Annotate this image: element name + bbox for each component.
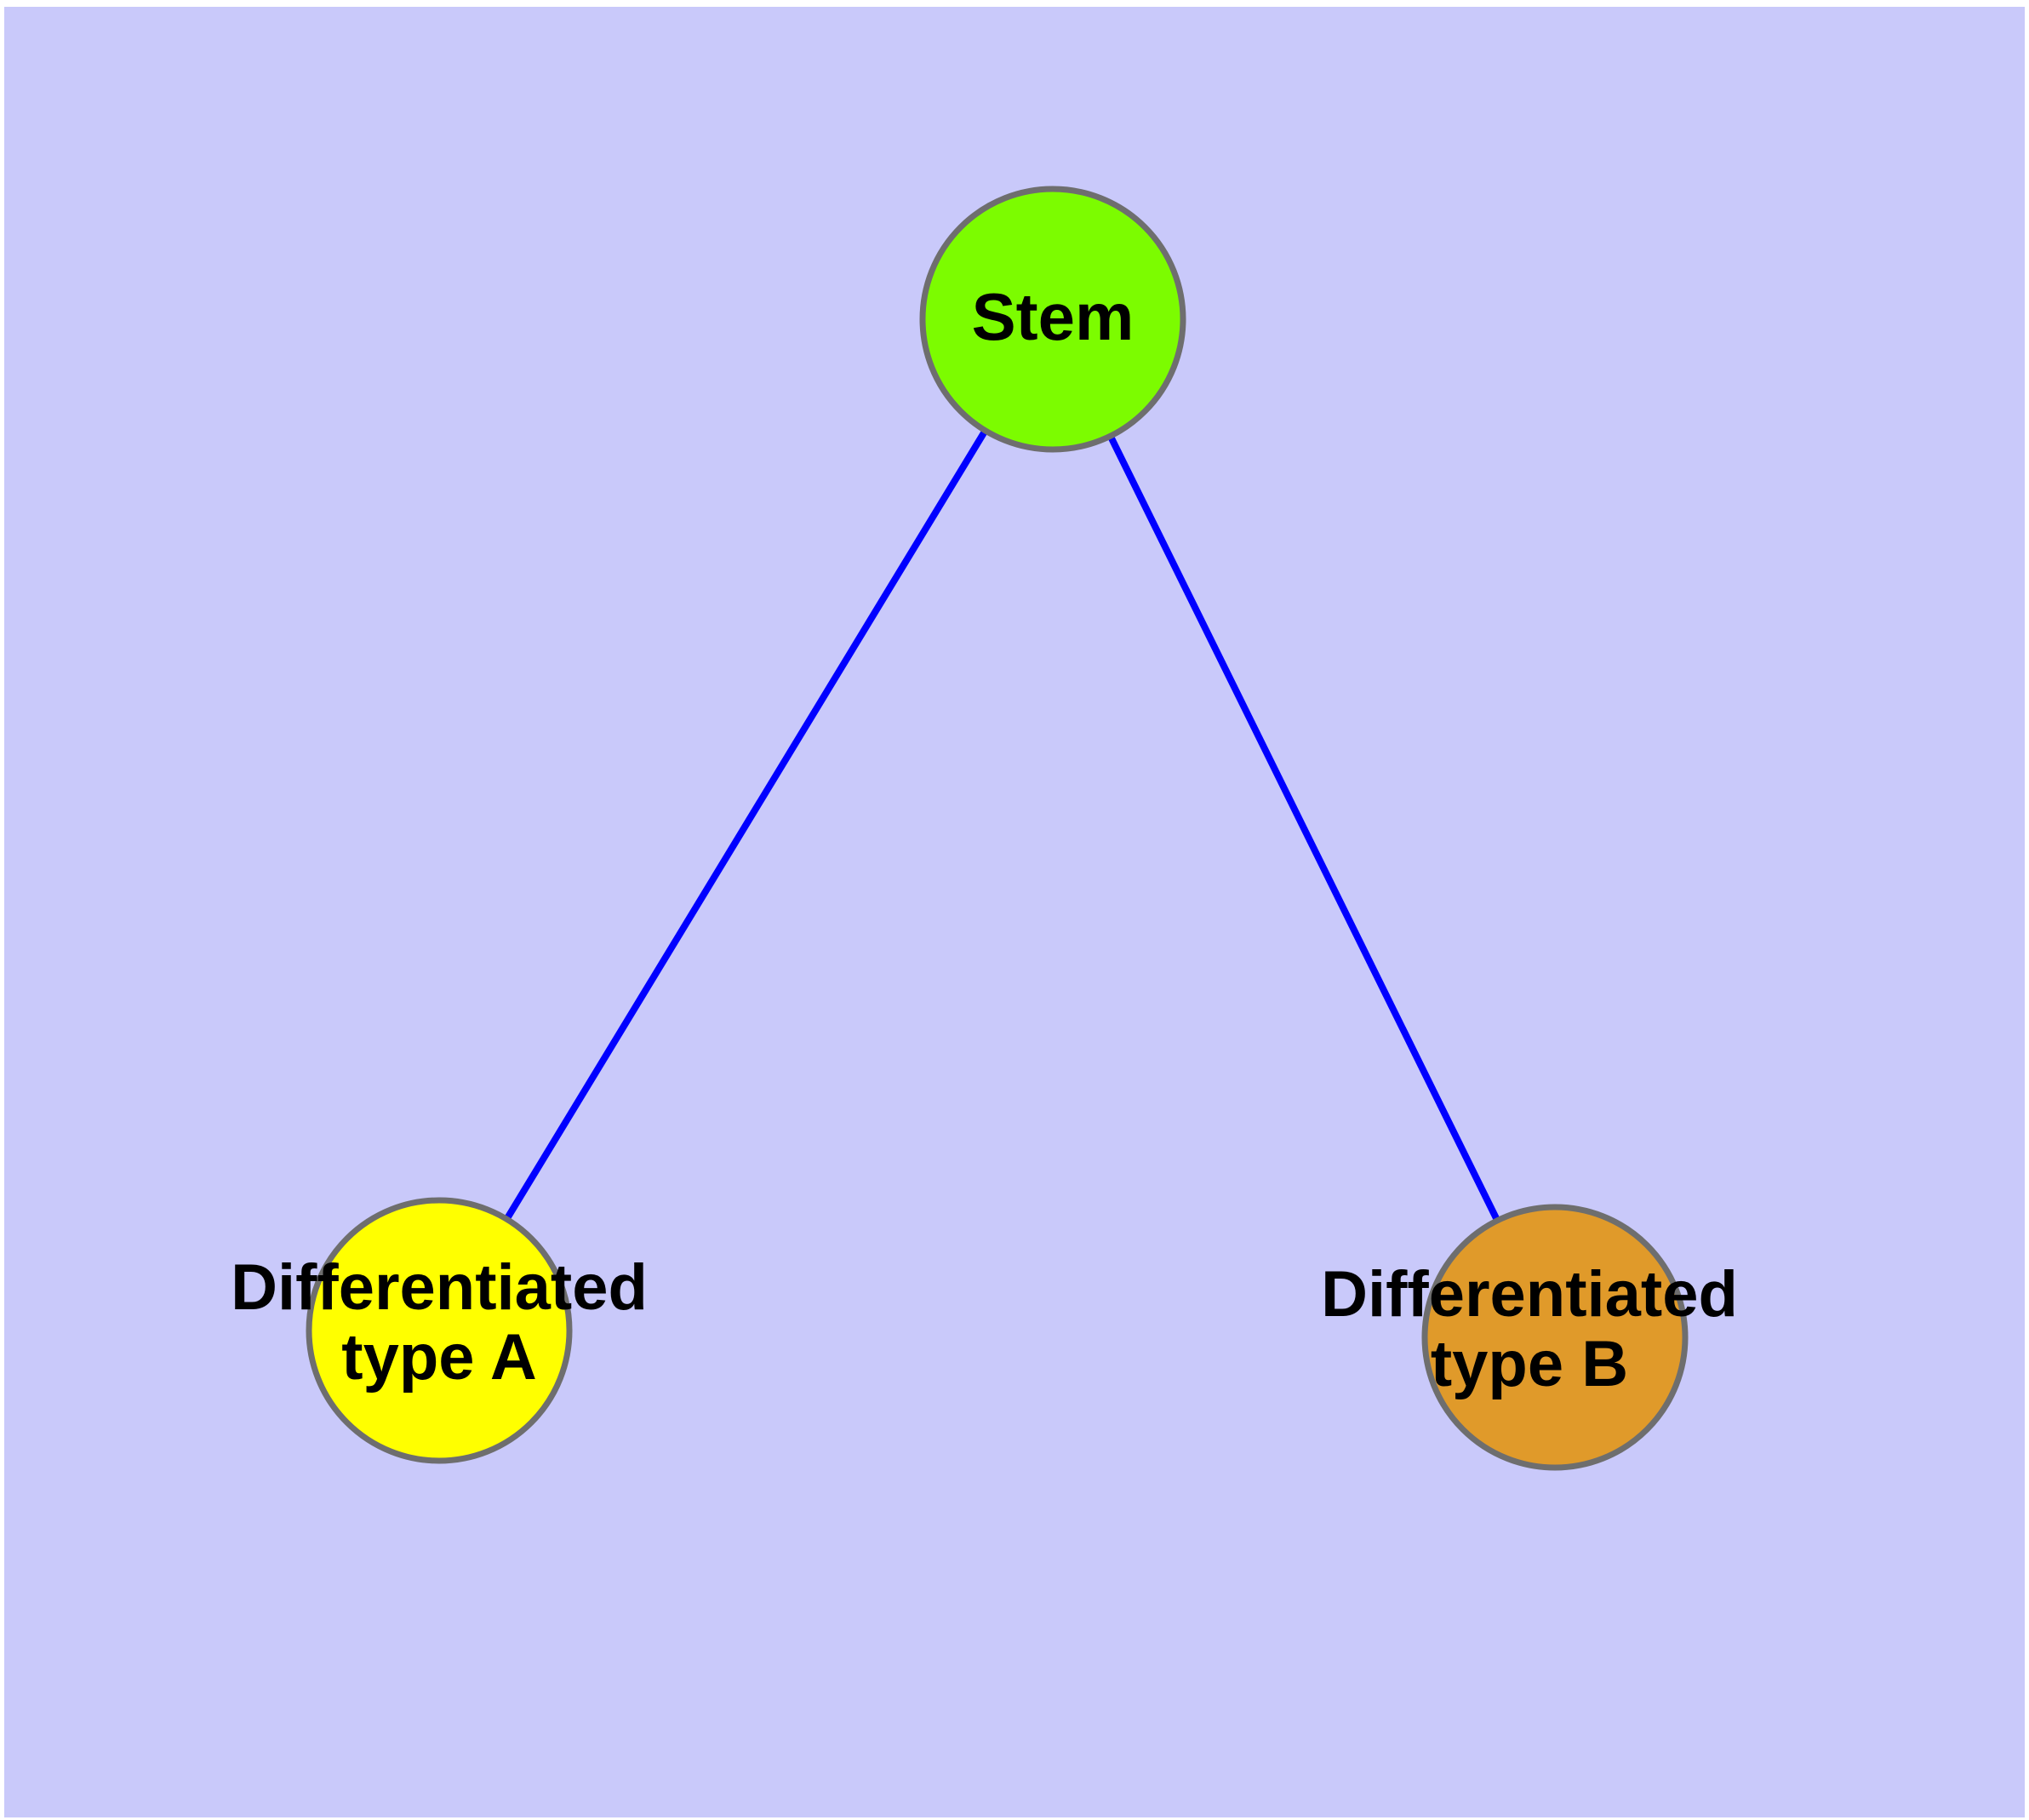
node-circle-differentiated-type-b[interactable] bbox=[1421, 1204, 1689, 1471]
edge-stem-to-differentiated-type-a[interactable] bbox=[436, 317, 1056, 1333]
node-circle-differentiated-type-a[interactable] bbox=[306, 1197, 573, 1464]
node-layer bbox=[306, 186, 1689, 1471]
node-circle-stem[interactable] bbox=[919, 186, 1186, 453]
edge-stem-to-differentiated-type-b[interactable] bbox=[1049, 318, 1558, 1339]
edge-layer bbox=[436, 317, 1558, 1339]
